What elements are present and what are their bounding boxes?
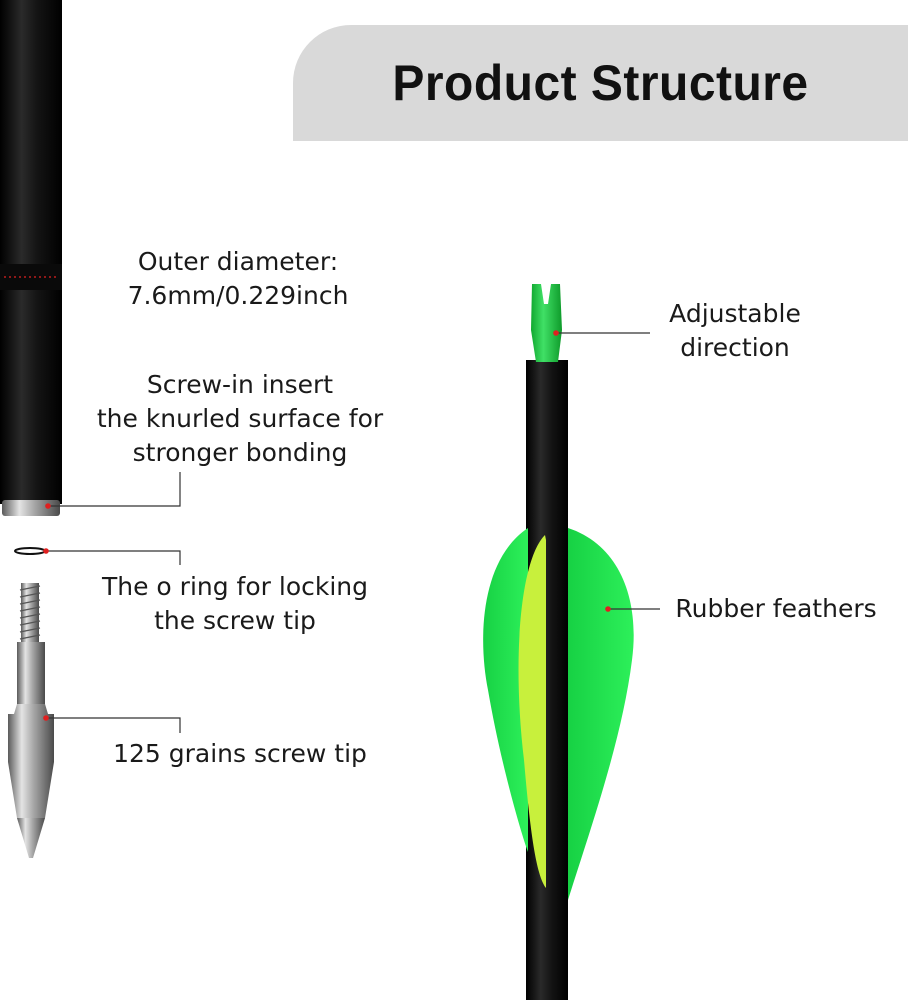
label-rubber-feathers: Rubber feathers [675,594,877,623]
marker-dots [43,330,611,721]
label-o-ring: The o ring for locking the screw tip [101,572,368,635]
label-outer-diameter: Outer diameter: 7.6mm/0.229inch [127,247,349,310]
o-ring [14,547,46,555]
arrow-full [483,284,634,1000]
label-nock: Adjustable direction [669,299,801,362]
title-banner [293,25,908,141]
screw-tip [8,583,54,858]
label-screw-tip: 125 grains screw tip [113,739,367,768]
shaft-closeup [0,0,62,516]
page-title: Product Structure [392,55,809,111]
leader-lines [46,332,660,733]
label-screw-in-insert: Screw-in insert the knurled surface for … [96,370,384,467]
